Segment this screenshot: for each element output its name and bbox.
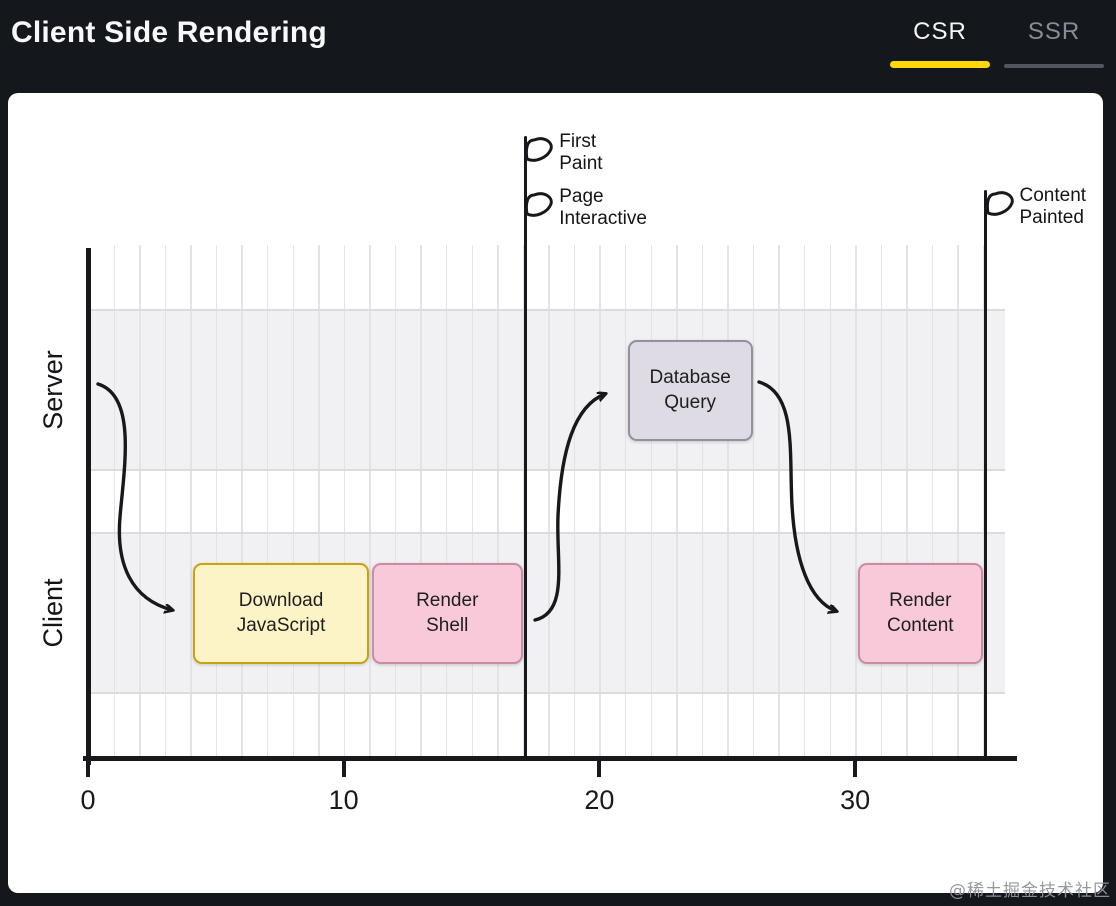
lane-border [88,469,1005,471]
gridline [394,245,397,760]
gridline [445,245,448,760]
tab-ssr[interactable]: SSR [1004,18,1104,93]
gridline [957,245,959,760]
header: Client Side Rendering CSR SSR [0,0,1116,93]
tab-csr-active-indicator [890,61,990,68]
tab-csr-label: CSR [913,18,967,45]
gridline [241,245,243,760]
gridline [599,245,601,760]
gridline [548,245,550,760]
x-axis-tick [86,761,90,777]
gridline [292,245,295,760]
gridline [522,245,525,760]
milestone-label-page-interactive: Page Interactive [559,186,647,229]
grid [88,245,1005,760]
x-axis [83,756,1017,761]
gridline [778,245,780,760]
gridline [420,245,422,760]
flag-icon [985,191,1014,216]
gridline [982,245,985,760]
x-axis-tick-label: 20 [584,785,615,815]
tab-csr[interactable]: CSR [890,18,990,93]
gridline [624,245,627,760]
x-axis-tick [341,761,346,777]
gridline [650,245,653,760]
gridline [573,245,576,760]
gridline [880,245,883,760]
gridline [139,245,141,760]
task-download-javascript[interactable]: Download JavaScript [192,562,370,664]
gridline [471,245,474,760]
lane-border [88,309,1005,311]
task-render-content[interactable]: Render Content [857,562,983,664]
milestone-label-content-painted: Content Painted [1019,185,1087,228]
lane-label-client: Client [37,578,68,648]
gridline [727,245,729,760]
gridline [164,245,167,760]
flag-icon [525,192,553,217]
gridline [113,245,116,760]
lane-label-server: Server [37,350,68,430]
gridline [318,245,320,760]
watermark: @稀土掘金技术社区 [949,881,1111,901]
tab-ssr-indicator [1004,64,1104,68]
milestone-pole [983,190,988,760]
x-axis-tick [853,761,858,777]
x-axis-tick-label: 0 [80,785,96,815]
tab-ssr-label: SSR [1027,18,1081,45]
task-render-shell[interactable]: Render Shell [371,562,523,664]
gridline [190,245,192,760]
gridline [497,245,499,760]
x-axis-tick-label: 10 [328,785,359,815]
gridline [752,245,755,760]
milestone-label-first-paint: First Paint [559,131,603,174]
task-database-query[interactable]: Database Query [627,339,753,441]
lane-border [88,532,1005,534]
gridline [803,245,806,760]
gridline [701,245,704,760]
x-axis-tick-label: 30 [840,785,871,815]
gridline [266,245,269,760]
lane-border [88,692,1005,694]
x-axis-tick [597,761,602,777]
gridline [855,245,857,760]
y-axis [86,248,91,765]
gridline [676,245,678,760]
page-title: Client Side Rendering [11,16,327,49]
gridline [369,245,371,760]
gridline [343,245,346,760]
flag-icon [525,137,553,162]
gridline [829,245,832,760]
gridline [215,245,218,760]
gridline [906,245,908,760]
gridline [931,245,934,760]
milestone-pole [523,136,528,760]
tab-bar: CSR SSR [890,16,1104,93]
